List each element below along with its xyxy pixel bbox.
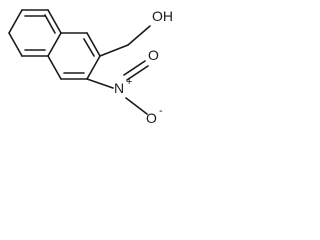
bond-c7-c8-inner [83,38,95,57]
bond-ch2-o [127,25,151,46]
nitrogen-label: N [114,80,124,96]
bond-n-o-upper-1 [126,65,149,81]
bond-c5-c6 [8,32,23,57]
nitrogen-charge-label: + [126,76,132,88]
bond-fused-inner [44,14,56,34]
bond-c8-c9 [86,55,101,80]
bond-c10-c4 [47,55,62,80]
bond-c2-c3 [47,9,62,34]
bond-n-o-upper-2 [123,60,146,76]
bond-c3-c4 [47,32,62,57]
oxygen-upper-label: O [148,47,159,63]
oxygen-lower-label: O [146,110,157,126]
bond-c8-ch2 [99,44,129,57]
bond-c7-c8 [86,32,101,57]
bond-c6-c1 [8,9,23,34]
molecule-canvas: OH N + O O - [0,0,230,132]
oxygen-lower-charge-label: - [159,105,163,117]
bond-c9-n [86,78,114,89]
structure-drawing: OH N + O O - [8,8,173,126]
hydroxyl-label: OH [152,8,173,24]
bond-n-o-lower [125,97,148,115]
